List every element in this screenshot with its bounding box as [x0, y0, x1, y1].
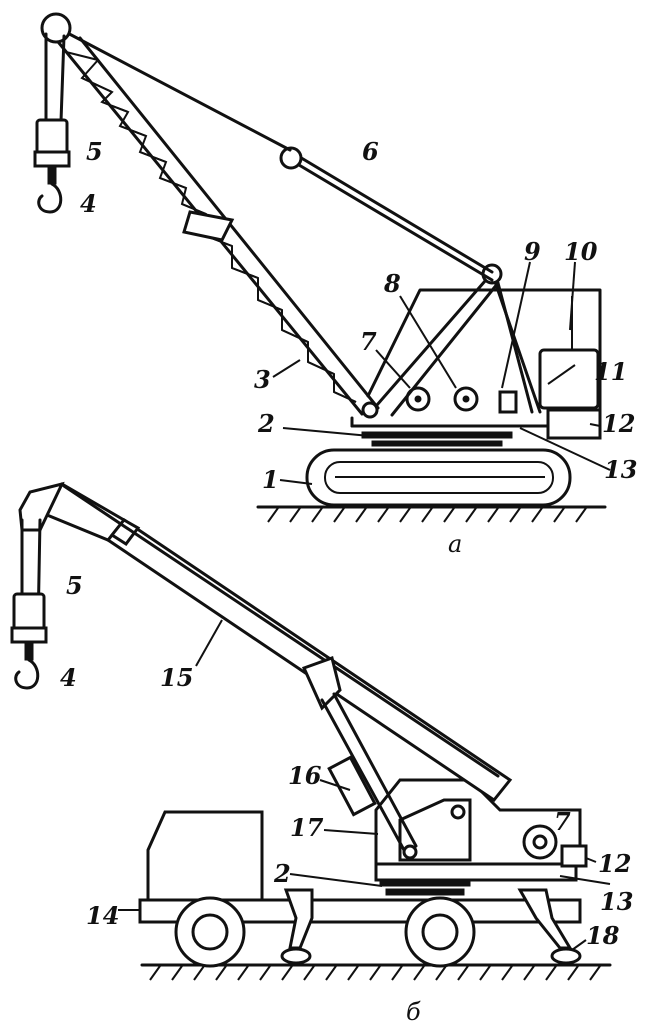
- label-5-b: 5: [66, 571, 83, 600]
- label-7-a: 7: [360, 327, 377, 356]
- label-12-a: 12: [602, 409, 635, 438]
- label-6: 6: [362, 137, 379, 166]
- lift-cylinder: [301, 656, 418, 852]
- label-14: 14: [86, 901, 119, 930]
- boom-pivot-bracket: [398, 798, 472, 862]
- label-5-a: 5: [86, 137, 103, 166]
- engine-block: [538, 348, 600, 410]
- slewing-ring-b: [379, 879, 471, 896]
- label-10: 10: [564, 237, 598, 266]
- label-4-a: 4: [80, 189, 97, 218]
- winch-7-a: [405, 386, 431, 412]
- label-11: 11: [594, 357, 627, 386]
- label-2-b: 2: [273, 859, 291, 888]
- label-9: 9: [524, 237, 541, 266]
- rear-wheel: [404, 896, 476, 968]
- winch-8: [453, 386, 479, 412]
- label-17: 17: [290, 813, 324, 842]
- boom-suspension: [56, 26, 494, 282]
- hook-a: [37, 165, 63, 214]
- hook-block-b: [10, 518, 48, 644]
- counterweight-b: [560, 844, 588, 868]
- truck-cab: [146, 810, 264, 902]
- front-wheel: [174, 896, 246, 968]
- leader-lines-a: [272, 261, 611, 485]
- label-8: 8: [383, 269, 401, 298]
- truck-crane-diagram: 2 4 5 7 12 13 14 15 16 17 18 б: [10, 481, 633, 1026]
- rotating-platform-a: [350, 416, 550, 428]
- caption-b: б: [406, 998, 421, 1026]
- label-13-a: 13: [604, 455, 637, 484]
- leader-lines-b: [118, 619, 611, 951]
- label-13-b: 13: [600, 887, 633, 916]
- slewing-ring-a: [361, 431, 513, 447]
- ground-a: [256, 505, 607, 523]
- label-12-b: 12: [598, 849, 631, 878]
- outrigger-rear: [517, 888, 582, 965]
- label-18: 18: [586, 921, 620, 950]
- crawler-track: [305, 448, 572, 507]
- label-4-b: 4: [60, 663, 77, 692]
- rotating-platform-b: [374, 862, 578, 882]
- hook-block-a: [33, 32, 71, 168]
- label-7-b: 7: [554, 807, 571, 836]
- telescopic-boom: [26, 482, 513, 803]
- label-3: 3: [254, 365, 271, 394]
- label-16: 16: [288, 761, 322, 790]
- label-2-a: 2: [257, 409, 275, 438]
- hook-b: [14, 641, 40, 690]
- crawler-crane-diagram: 1 2 3 4 5 6 7 8 9 10 11 12 13 а: [33, 12, 637, 558]
- lattice-boom: [48, 30, 380, 419]
- caption-a: а: [448, 530, 462, 558]
- winch-9-box: [498, 390, 518, 414]
- winch-7-b: [522, 824, 558, 860]
- outrigger-front: [280, 888, 314, 965]
- label-1: 1: [262, 465, 279, 494]
- label-15: 15: [160, 663, 193, 692]
